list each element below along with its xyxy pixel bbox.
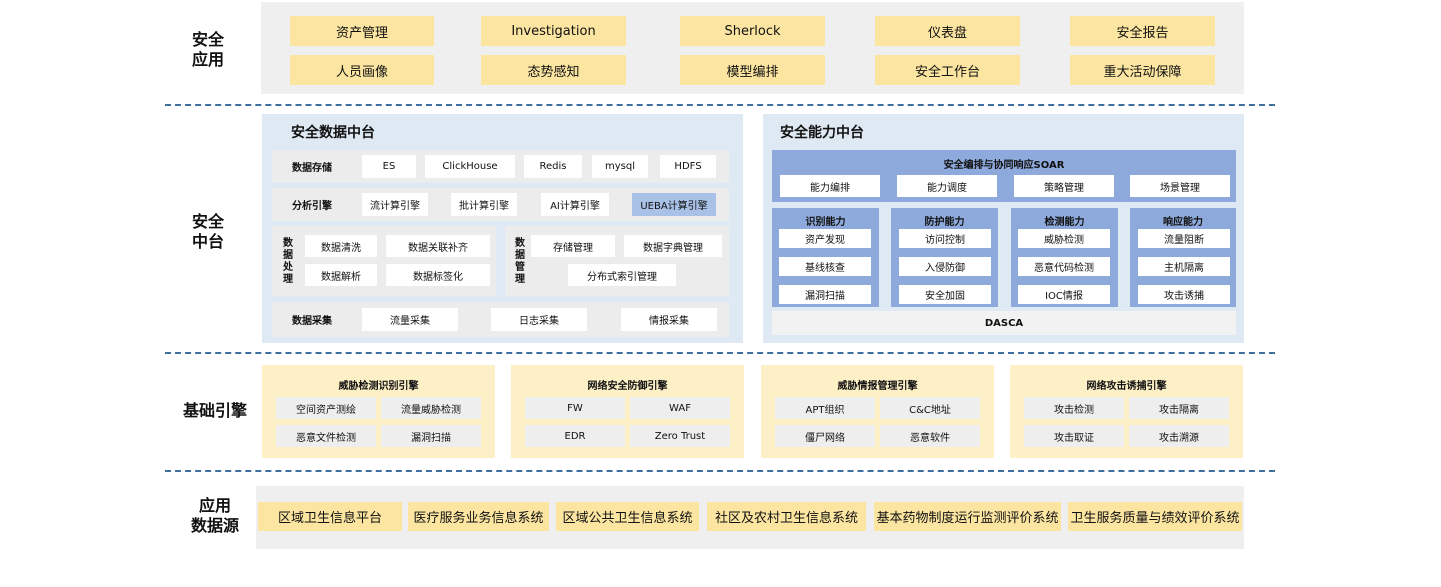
collection-item[interactable]: 日志采集 xyxy=(491,308,587,331)
engine-item[interactable]: APT组织 xyxy=(775,397,875,419)
processing-label: 数据 处理 xyxy=(283,238,293,285)
collection-item[interactable]: 流量采集 xyxy=(362,308,458,331)
analysis-label: 分析引擎 xyxy=(292,201,332,212)
management-item[interactable]: 分布式索引管理 xyxy=(568,264,676,286)
capability-item[interactable]: 安全加固 xyxy=(899,285,991,304)
app-item[interactable]: 态势感知 xyxy=(481,55,626,85)
engine-item[interactable]: 攻击取证 xyxy=(1024,425,1124,447)
separator-line xyxy=(165,104,1275,106)
separator-line xyxy=(165,352,1275,354)
engine-title: 网络攻击诱捕引擎 xyxy=(1086,381,1167,392)
analysis-item[interactable]: 流计算引擎 xyxy=(362,193,428,216)
engine-item[interactable]: 攻击溯源 xyxy=(1129,425,1229,447)
source-item[interactable]: 基本药物制度运行监测评价系统 xyxy=(874,502,1061,531)
soar-item[interactable]: 能力调度 xyxy=(897,175,997,197)
engine-item[interactable]: 僵尸网络 xyxy=(775,425,875,447)
app-item[interactable]: Sherlock xyxy=(680,16,825,46)
layer-label-engine: 基础引擎 xyxy=(182,401,247,420)
engine-title: 威胁情报管理引擎 xyxy=(837,381,918,392)
soar-item[interactable]: 能力编排 xyxy=(780,175,880,197)
engine-item[interactable]: 恶意软件 xyxy=(880,425,980,447)
capability-item[interactable]: 恶意代码检测 xyxy=(1018,257,1110,276)
source-item[interactable]: 区域公共卫生信息系统 xyxy=(556,502,699,531)
app-item[interactable]: 安全工作台 xyxy=(875,55,1020,85)
layer-label-middle: 安全 中台 xyxy=(191,212,224,251)
source-item[interactable]: 社区及农村卫生信息系统 xyxy=(707,502,866,531)
engine-item[interactable]: Zero Trust xyxy=(630,425,730,447)
capability-item[interactable]: 访问控制 xyxy=(899,229,991,248)
engine-title: 威胁检测识别引擎 xyxy=(338,381,419,392)
engine-item[interactable]: 攻击检测 xyxy=(1024,397,1124,419)
capability-item[interactable]: 基线核查 xyxy=(779,257,871,276)
app-item[interactable]: Investigation xyxy=(481,16,626,46)
capability-platform-title: 安全能力中台 xyxy=(780,125,864,141)
soar-title: 安全编排与协同响应SOAR xyxy=(943,160,1065,171)
data-platform-title: 安全数据中台 xyxy=(291,125,375,141)
analysis-item[interactable]: 批计算引擎 xyxy=(451,193,517,216)
storage-item[interactable]: mysql xyxy=(592,155,648,178)
capability-item[interactable]: 主机隔离 xyxy=(1138,257,1230,276)
app-item[interactable]: 安全报告 xyxy=(1070,16,1215,46)
processing-item[interactable]: 数据关联补齐 xyxy=(386,235,490,257)
capability-item[interactable]: 流量阻断 xyxy=(1138,229,1230,248)
engine-item[interactable]: 漏洞扫描 xyxy=(381,425,481,447)
layer-label-source: 应用 数据源 xyxy=(190,496,239,535)
analysis-item-highlighted[interactable]: UEBA计算引擎 xyxy=(632,193,716,216)
capability-item[interactable]: 攻击诱捕 xyxy=(1138,285,1230,304)
separator-line xyxy=(165,470,1275,472)
soar-item[interactable]: 策略管理 xyxy=(1014,175,1114,197)
engine-item[interactable]: 攻击隔离 xyxy=(1129,397,1229,419)
capability-item[interactable]: IOC情报 xyxy=(1018,285,1110,304)
dasca-bar[interactable]: DASCA xyxy=(772,311,1236,335)
processing-item[interactable]: 数据标签化 xyxy=(386,264,490,286)
engine-item[interactable]: 恶意文件检测 xyxy=(276,425,376,447)
storage-item[interactable]: ClickHouse xyxy=(425,155,515,178)
capability-group-title: 响应能力 xyxy=(1163,217,1203,228)
management-label: 数据 管理 xyxy=(515,238,525,285)
storage-item[interactable]: HDFS xyxy=(660,155,716,178)
app-item[interactable]: 模型编排 xyxy=(680,55,825,85)
processing-item[interactable]: 数据清洗 xyxy=(305,235,377,257)
engine-item[interactable]: WAF xyxy=(630,397,730,419)
engine-item[interactable]: C&C地址 xyxy=(880,397,980,419)
collection-label: 数据采集 xyxy=(292,316,332,327)
source-item[interactable]: 区域卫生信息平台 xyxy=(258,502,402,531)
source-item[interactable]: 卫生服务质量与绩效评价系统 xyxy=(1068,502,1242,531)
management-item[interactable]: 数据字典管理 xyxy=(624,235,722,257)
app-item[interactable]: 重大活动保障 xyxy=(1070,55,1215,85)
layer-label-apps: 安全 应用 xyxy=(191,30,224,69)
app-item[interactable]: 人员画像 xyxy=(290,55,434,85)
engine-title: 网络安全防御引擎 xyxy=(587,381,668,392)
engine-item[interactable]: 流量威胁检测 xyxy=(381,397,481,419)
capability-item[interactable]: 漏洞扫描 xyxy=(779,285,871,304)
collection-item[interactable]: 情报采集 xyxy=(621,308,717,331)
capability-item[interactable]: 入侵防御 xyxy=(899,257,991,276)
app-item[interactable]: 仪表盘 xyxy=(875,16,1020,46)
storage-label: 数据存储 xyxy=(292,163,332,174)
analysis-item[interactable]: AI计算引擎 xyxy=(541,193,609,216)
storage-item[interactable]: ES xyxy=(362,155,416,178)
storage-item[interactable]: Redis xyxy=(524,155,582,178)
soar-item[interactable]: 场景管理 xyxy=(1130,175,1230,197)
app-item[interactable]: 资产管理 xyxy=(290,16,434,46)
management-item[interactable]: 存储管理 xyxy=(531,235,615,257)
engine-item[interactable]: EDR xyxy=(525,425,625,447)
capability-item[interactable]: 资产发现 xyxy=(779,229,871,248)
capability-group-title: 防护能力 xyxy=(924,217,965,228)
capability-group-title: 检测能力 xyxy=(1044,217,1085,228)
capability-group-title: 识别能力 xyxy=(805,217,846,228)
capability-item[interactable]: 威胁检测 xyxy=(1018,229,1110,248)
source-item[interactable]: 医疗服务业务信息系统 xyxy=(408,502,549,531)
engine-item[interactable]: 空间资产测绘 xyxy=(276,397,376,419)
engine-item[interactable]: FW xyxy=(525,397,625,419)
processing-item[interactable]: 数据解析 xyxy=(305,264,377,286)
